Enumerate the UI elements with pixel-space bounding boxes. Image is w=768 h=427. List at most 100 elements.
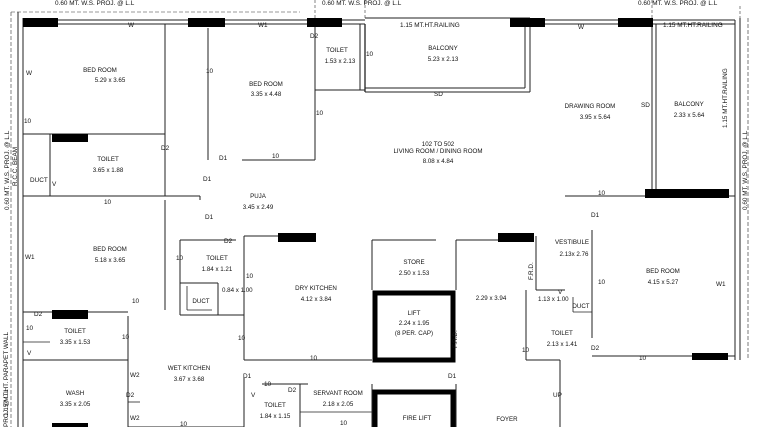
mark-10: 10 <box>272 153 280 160</box>
label-v: V <box>52 181 57 188</box>
mark-10: 10 <box>176 255 184 262</box>
label-w: W <box>26 70 33 77</box>
puja-name: PUJA <box>250 193 267 200</box>
bed1-name: BED ROOM <box>83 67 117 74</box>
toilet1-dim: 1.53 x 2.13 <box>325 58 356 65</box>
right-railing-note: 1.15 MT.HT.RAILING <box>663 22 723 29</box>
toilet3-name: TOILET <box>206 255 228 262</box>
right-proj-vertical: 0.60 MT. W.S. PROJ. @ L.L <box>742 130 749 210</box>
label-sd: SD <box>434 91 443 98</box>
balcony1-name: BALCONY <box>428 45 458 52</box>
label-up: UP <box>553 392 562 399</box>
mark-10: 10 <box>264 381 272 388</box>
label-d1: D1 <box>448 373 457 380</box>
beam <box>52 134 88 142</box>
left-proj-note: 0.60 MT. W.S. PROJ. @ L.L <box>4 130 11 210</box>
label-w1: W1 <box>25 254 35 261</box>
mark-10: 10 <box>522 347 530 354</box>
bed3-name: BED ROOM <box>93 246 127 253</box>
label-d2: D2 <box>288 387 297 394</box>
living-dim: 8.08 x 4.84 <box>423 158 454 165</box>
mark-10: 10 <box>639 355 647 362</box>
mark-10: 10 <box>340 420 348 427</box>
top-proj-note-right: 0.60 MT. W.S. PROJ. @ L.L <box>638 0 718 7</box>
bed3-dim: 5.18 x 3.65 <box>95 257 126 264</box>
toilet2-name: TOILET <box>97 156 119 163</box>
toilet4-dim: 3.35 x 1.53 <box>60 339 91 346</box>
duct2-dim: 0.84 x 1.00 <box>222 287 253 294</box>
drawing-dim: 3.95 x 5.64 <box>580 114 611 121</box>
lintel-marks: 10 10 10 10 10 10 10 10 10 10 10 10 10 1… <box>24 51 647 427</box>
duct3-name: DUCT <box>572 303 589 310</box>
mark-10: 10 <box>122 334 130 341</box>
wet-name: WET KITCHEN <box>168 365 211 372</box>
mark-10: 10 <box>366 51 374 58</box>
beam <box>645 189 729 198</box>
right-railing-vertical: 1.15 MT.HT.RAILING <box>722 68 729 128</box>
mark-10: 10 <box>26 325 34 332</box>
mark-10: 10 <box>206 68 214 75</box>
beam <box>692 353 728 360</box>
frd-lift: F.R.D. <box>452 330 459 348</box>
walls <box>17 12 749 427</box>
beam <box>510 18 545 27</box>
vestibule-dim: 2.13x 2.76 <box>560 251 589 258</box>
duct3-dim: 1.13 x 1.00 <box>538 296 569 303</box>
mark-10: 10 <box>132 298 140 305</box>
projection-lines <box>10 0 741 427</box>
fire-lift-shaft <box>372 389 456 427</box>
lift-shaft <box>372 290 456 363</box>
frd-lobby: F.R.D. <box>528 262 535 280</box>
top-proj-note-left: 0.60 MT. W.S. PROJ. @ L.L <box>55 0 135 7</box>
mark-10: 10 <box>104 199 112 206</box>
label-v: V <box>251 392 256 399</box>
store-dim: 2.50 x 1.53 <box>399 270 430 277</box>
label-w: W <box>578 24 585 31</box>
mark-10: 10 <box>598 279 606 286</box>
balcony2-name: BALCONY <box>674 101 704 108</box>
beam <box>23 18 58 27</box>
mark-10: 10 <box>316 110 324 117</box>
toilet6-dim: 1.84 x 1.15 <box>260 413 291 420</box>
lift-cap: (8 PER. CAP) <box>395 330 433 337</box>
label-d2: D2 <box>126 392 135 399</box>
fire-lift-name: FIRE LIFT <box>403 415 432 422</box>
label-d2: D2 <box>161 145 170 152</box>
label-d1: D1 <box>591 212 600 219</box>
store-name: STORE <box>403 259 424 266</box>
toilet5-name: TOILET <box>551 330 573 337</box>
lobby-dim: 2.29 x 3.94 <box>476 295 507 302</box>
mark-10: 10 <box>180 421 188 427</box>
label-d2: D2 <box>591 345 600 352</box>
duct2-name: DUCT <box>192 298 209 305</box>
beam <box>278 233 316 242</box>
duct1-label: DUCT <box>30 177 48 184</box>
drawing-name: DRAWING ROOM <box>565 103 616 110</box>
bed4-name: BED ROOM <box>646 268 680 275</box>
label-d1: D1 <box>243 373 252 380</box>
beam <box>498 233 534 242</box>
bed2-dim: 3.35 x 4.48 <box>251 91 282 98</box>
beam <box>188 18 225 27</box>
lift-name: LIFT <box>408 310 421 317</box>
mark-10: 10 <box>246 273 254 280</box>
proj-ll-note: PROJ. @ L.L <box>3 389 10 427</box>
mark-10: 10 <box>238 335 246 342</box>
label-sd: SD <box>641 102 650 109</box>
mark-10: 10 <box>310 355 318 362</box>
vestibule-name: VESTIBULE <box>555 239 589 246</box>
beam <box>618 18 653 27</box>
toilet3-dim: 1.84 x 1.21 <box>202 266 233 273</box>
label-v: V <box>27 350 32 357</box>
rcc-beam-note: R.C.C. BEAM <box>12 147 19 186</box>
top-railing-note: 1.15 MT.HT.RAILING <box>400 22 460 29</box>
dry-dim: 4.12 x 3.84 <box>301 296 332 303</box>
label-w1: W1 <box>716 281 726 288</box>
parapet-note: 1.15 MT.HT. PARAPET WALL <box>3 332 10 416</box>
dry-name: DRY KITCHEN <box>295 285 337 292</box>
label-d2: D2 <box>34 311 43 318</box>
living-line1: 102 TO 502 <box>422 141 455 148</box>
wet-dim: 3.67 x 3.68 <box>174 376 205 383</box>
balcony1-dim: 5.23 x 2.13 <box>428 56 459 63</box>
label-d1: D1 <box>205 214 214 221</box>
